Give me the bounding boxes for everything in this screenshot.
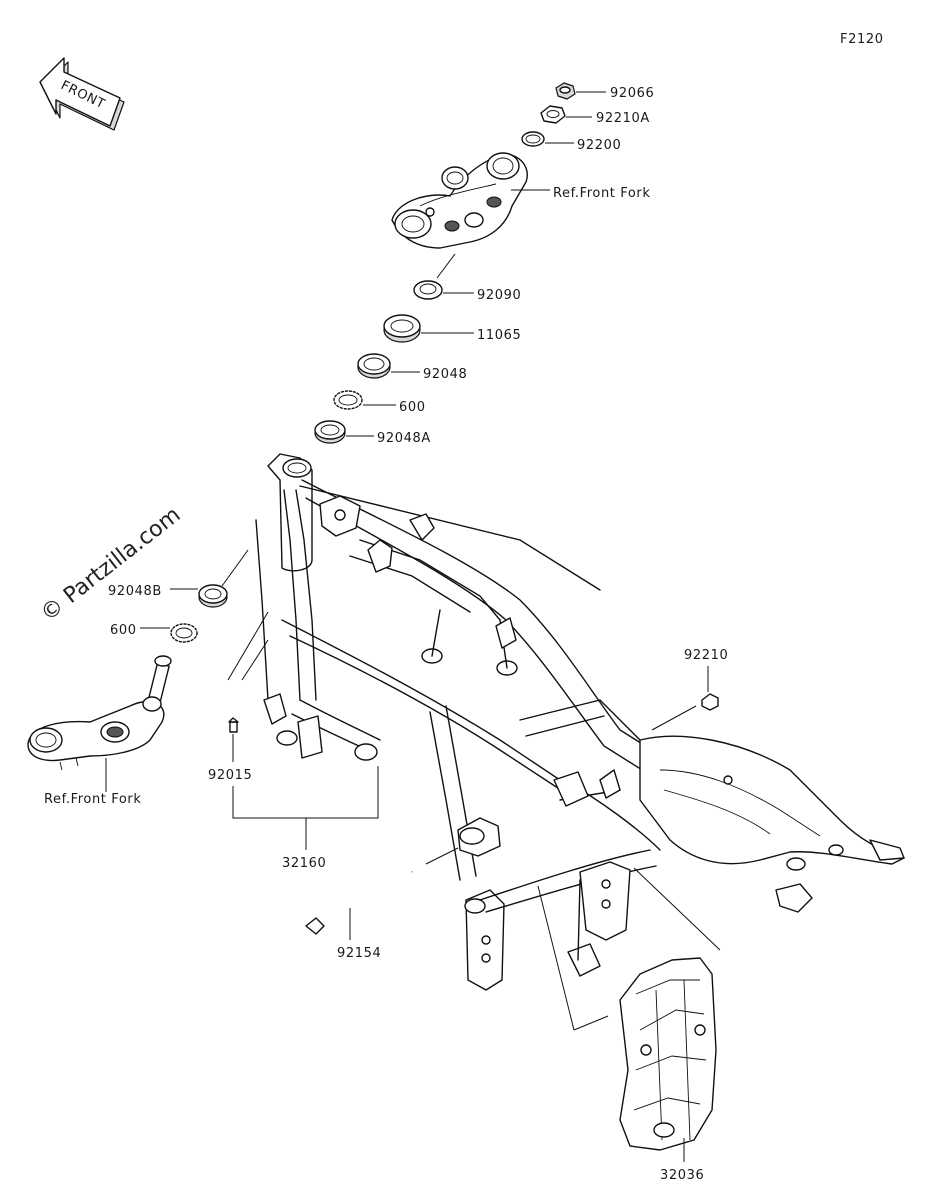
callout-92210: 92210 xyxy=(684,648,728,663)
callout-92066: 92066 xyxy=(610,86,654,101)
callout-11065: 11065 xyxy=(477,328,521,343)
nut-92090-part xyxy=(413,280,443,300)
ball-bearing-600-top-part xyxy=(333,390,363,410)
upper-triple-clamp-part xyxy=(391,152,528,249)
bolt-92015-part xyxy=(228,717,239,733)
callout-32160: 32160 xyxy=(282,856,326,871)
bearing-race-92048-part xyxy=(357,353,391,379)
lower-triple-clamp-stem-part xyxy=(27,655,172,771)
callout-92048: 92048 xyxy=(423,367,467,382)
callout-ref-front-fork-top: Ref.Front Fork xyxy=(553,186,650,201)
partzilla-watermark: © Partzilla.com xyxy=(36,503,185,627)
washer-92200-part xyxy=(521,131,545,147)
bracket-32036-part xyxy=(619,957,717,1151)
callout-92210a: 92210A xyxy=(596,111,650,126)
callout-600-left: 600 xyxy=(110,623,137,638)
callout-92048b: 92048B xyxy=(108,584,162,599)
callout-600-top: 600 xyxy=(399,400,426,415)
nut-92210-part xyxy=(701,693,719,711)
seal-11065-part xyxy=(383,314,421,343)
main-frame-part xyxy=(255,453,905,991)
callout-32036: 32036 xyxy=(660,1168,704,1183)
nut-92210a-part xyxy=(540,105,566,124)
bearing-race-92048a-part xyxy=(314,420,346,444)
callout-92200: 92200 xyxy=(577,138,621,153)
callout-92048a: 92048A xyxy=(377,431,431,446)
diagram-code: F2120 xyxy=(840,32,884,47)
bolt-92154-part xyxy=(305,870,413,935)
callout-ref-front-fork-left: Ref.Front Fork xyxy=(44,792,141,807)
callout-92090: 92090 xyxy=(477,288,521,303)
bearing-race-92048b-part xyxy=(198,584,228,608)
nut-92066-part xyxy=(555,82,576,100)
callout-92154: 92154 xyxy=(337,946,381,961)
callout-92015: 92015 xyxy=(208,768,252,783)
front-arrow-icon: FRONT xyxy=(39,57,125,131)
ball-bearing-600-left-part xyxy=(170,623,198,643)
